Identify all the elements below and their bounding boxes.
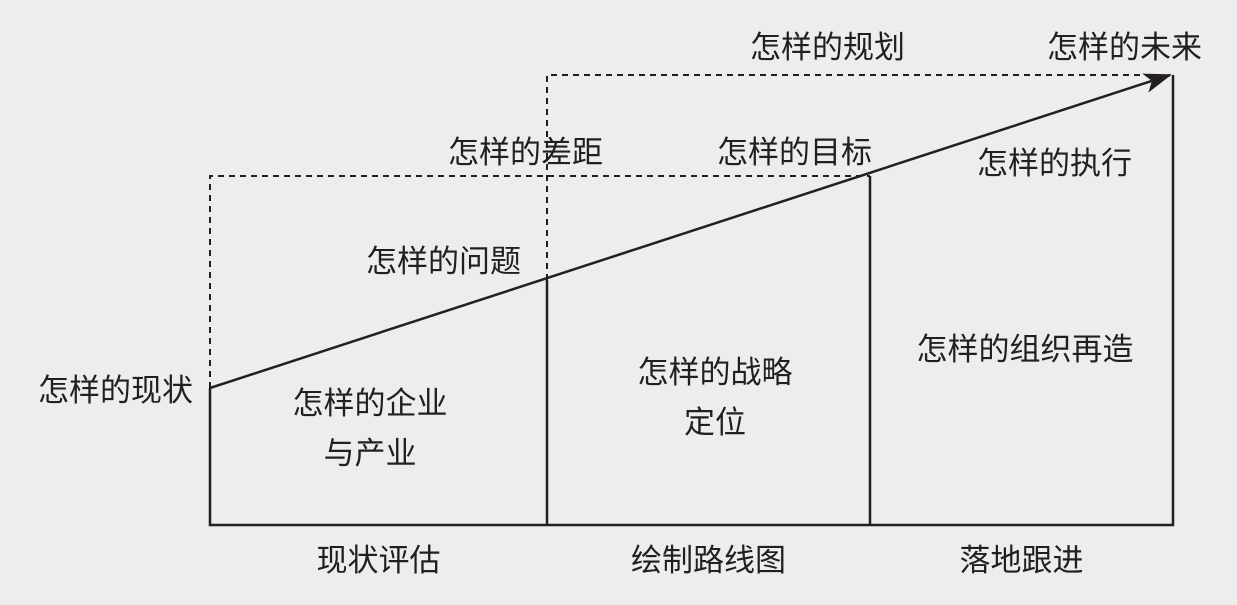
label-gap: 怎样的差距 bbox=[448, 135, 603, 171]
label-goal: 怎样的目标 bbox=[717, 135, 872, 171]
gap-dashed-outline bbox=[209, 175, 870, 388]
column-3-footer: 落地跟进 bbox=[959, 543, 1084, 579]
progress-arrow bbox=[209, 73, 1172, 390]
column-2-line-1: 怎样的战略 bbox=[637, 355, 793, 391]
column-2-line-2: 定位 bbox=[684, 405, 746, 441]
column-1-line-2: 与产业 bbox=[323, 436, 417, 472]
column-2-footer: 绘制路线图 bbox=[631, 543, 786, 579]
column-3-line-1: 怎样的组织再造 bbox=[916, 332, 1134, 368]
label-plan: 怎样的规划 bbox=[750, 30, 905, 66]
column-2-content: 怎样的战略 定位 bbox=[590, 353, 840, 443]
label-current-state: 怎样的现状 bbox=[38, 373, 193, 409]
base-frame bbox=[208, 75, 1175, 527]
plan-dashed-outline bbox=[546, 74, 1160, 280]
column-1-content: 怎样的企业 与产业 bbox=[250, 384, 490, 474]
label-problem: 怎样的问题 bbox=[366, 244, 521, 280]
label-execution: 怎样的执行 bbox=[977, 146, 1132, 182]
column-1-footer: 现状评估 bbox=[316, 543, 441, 579]
column-3-content: 怎样的组织再造 bbox=[885, 330, 1165, 370]
column-1-line-1: 怎样的企业 bbox=[292, 386, 448, 422]
label-future: 怎样的未来 bbox=[1047, 30, 1202, 66]
